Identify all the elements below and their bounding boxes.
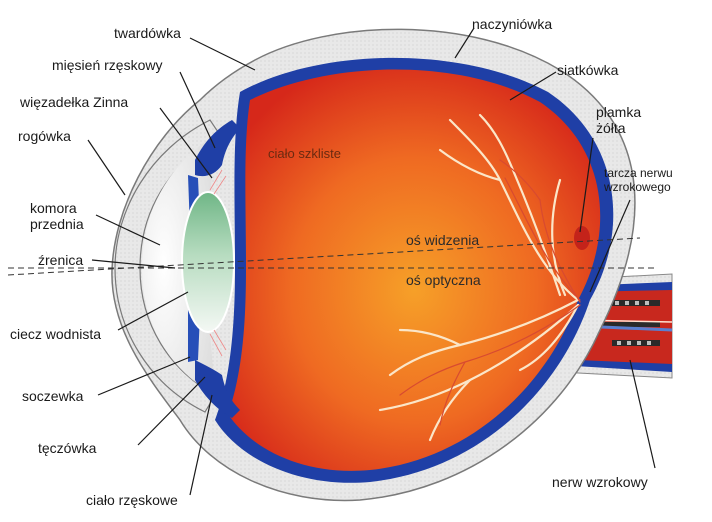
label-komora-line2: przednia <box>30 216 84 232</box>
label-tarcza-line2: wzrokowego <box>604 180 671 194</box>
label-rogowka: rogówka <box>18 128 71 144</box>
label-teczowka: tęczówka <box>38 440 97 456</box>
label-soczewka: soczewka <box>22 388 84 404</box>
label-wiezadelka-zinna: więzadełka Zinna <box>20 94 129 110</box>
label-plamka-zolta: plamka żółta <box>596 104 641 136</box>
label-komora-line1: komora <box>30 200 77 216</box>
label-plamka-line1: plamka <box>596 104 642 120</box>
label-siatkowka: siatkówka <box>557 62 619 78</box>
label-os-widzenia: oś widzenia <box>406 232 480 248</box>
label-naczyniowka: naczyniówka <box>472 16 553 32</box>
label-os-optyczna: oś optyczna <box>406 272 481 288</box>
label-plamka-line2: żółta <box>596 120 626 136</box>
macula-spot <box>574 226 590 250</box>
label-cialo-szkliste: ciało szkliste <box>268 146 341 161</box>
zonular-fibers <box>209 169 227 357</box>
lens <box>181 191 235 333</box>
vitreous-body <box>228 69 601 471</box>
label-cialo-rzeskowe: ciało rzęskowe <box>86 492 178 508</box>
axes <box>7 237 655 276</box>
label-ciecz-wodnista: ciecz wodnista <box>10 326 102 342</box>
label-twardowka: twardówka <box>114 25 181 41</box>
label-miesien-rzeskowy: mięsień rzęskowy <box>52 57 163 73</box>
leader-lines <box>87 27 656 496</box>
label-zrenica: źrenica <box>38 252 84 268</box>
label-tarcza-nerwu: tarcza nerwu wzrokowego <box>604 166 673 194</box>
label-komora-przednia: komora przednia <box>30 200 84 232</box>
retinal-arteries <box>399 159 581 426</box>
label-tarcza-line1: tarcza nerwu <box>604 166 673 180</box>
retinal-vessels <box>378 113 580 442</box>
label-nerw-wzrokowy: nerw wzrokowy <box>552 474 648 490</box>
